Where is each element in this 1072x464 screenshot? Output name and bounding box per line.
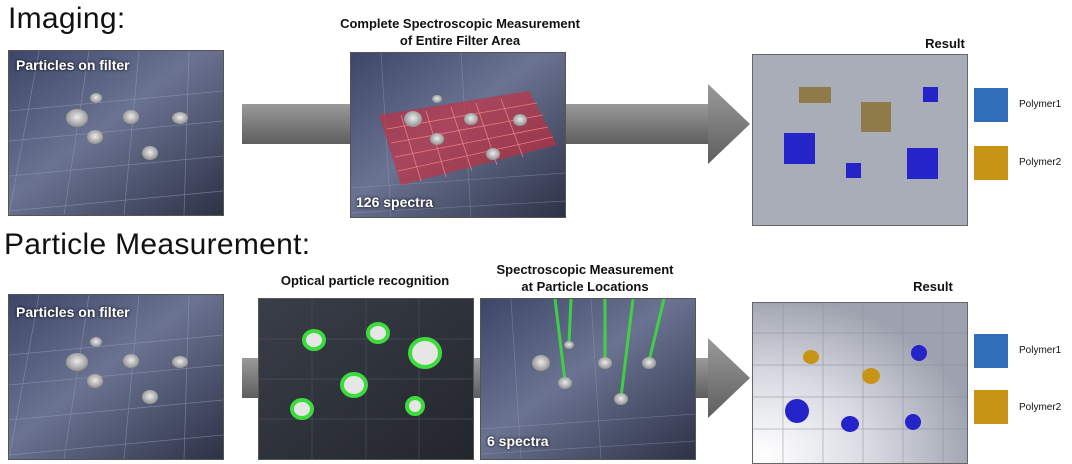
particle-result-panel [752,302,968,464]
spectral-grid-image [351,53,565,217]
title-line-2: of Entire Filter Area [399,33,521,48]
recognition-image [259,299,473,459]
imaging-result-panel [752,54,968,226]
particle-result-image [753,303,967,463]
panel-label: Particles on filter [16,304,130,320]
polymer2-swatch-2 [974,390,1008,424]
filter-particles-image [9,51,223,215]
polymer1-label: Polymer1 [1019,99,1062,110]
particle-measurement-panel: 6 spectra [480,298,696,460]
recognition-title: Optical particle recognition [280,273,450,288]
imaging-result-title: Result [925,36,965,51]
title-line-1: Spectroscopic Measurement [496,262,674,277]
title-line-1: Complete Spectroscopic Measurement [340,16,580,31]
polymer1-label-2: Polymer1 [1019,345,1062,356]
imaging-heading: Imaging: [8,2,126,35]
filter-particles-image-2 [9,295,223,459]
complete-measurement-title: Complete Spectroscopic Measurement of En… [320,15,600,49]
spectra-count-label: 6 spectra [487,433,549,449]
particle-measurement-title: Spectroscopic Measurement at Particle Lo… [450,261,720,295]
complete-measurement-panel: 126 spectra [350,52,566,218]
polymer1-swatch [974,88,1008,122]
particle-result-title: Result [913,279,953,294]
particles-on-filter-panel: Particles on filter [8,50,224,216]
polymer2-label-2: Polymer2 [1019,402,1062,413]
polymer2-label: Polymer2 [1019,157,1062,168]
polymer2-swatch [974,146,1008,180]
polymer1-swatch-2 [974,334,1008,368]
spectra-count-label: 126 spectra [356,194,434,210]
particles-on-filter-panel-2: Particles on filter [8,294,224,460]
imaging-result-map [784,87,938,179]
panel-label: Particles on filter [16,57,130,73]
laser-measurement-image [481,299,695,459]
title-line-2: at Particle Locations [521,279,649,294]
recognition-panel [258,298,474,460]
particle-measurement-heading: Particle Measurement: [4,228,311,261]
